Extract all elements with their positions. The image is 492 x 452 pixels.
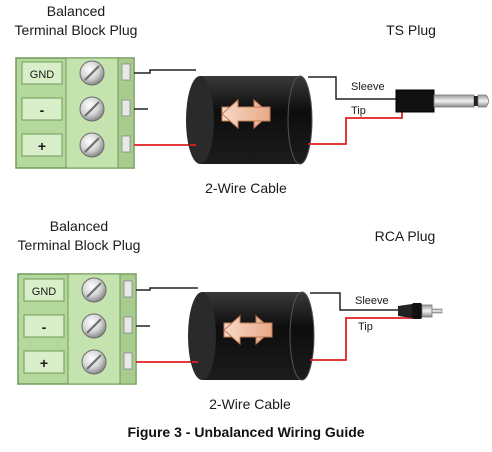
bottom-gnd-wire [136,287,192,291]
top-pin-minus-box [21,97,63,121]
top-screw-2-icon [79,96,105,122]
bottom-sleeve-wire [310,292,398,311]
top-cable-arrows-icon [221,98,271,130]
bottom-pin-minus-box [23,314,65,338]
top-sleeve-label: Sleeve [351,81,385,93]
bottom-block-title-line2: Terminal Block Plug [18,237,141,253]
bottom-tip-label: Tip [358,321,373,333]
top-diagram: Balanced Terminal Block Plug TS Plug GND… [15,3,489,196]
top-screw-1-icon [79,60,105,86]
bottom-screw-2-icon [81,313,107,339]
bottom-cable-arrows-icon [223,314,273,346]
top-sleeve-wire [308,76,404,100]
bottom-pin-gnd-box [23,278,65,302]
bottom-cable-label: 2-Wire Cable [209,396,291,412]
top-cable-icon [186,75,313,165]
bottom-plug-title: RCA Plug [375,228,436,244]
bottom-pin-minus-label: - [42,319,47,335]
bottom-sleeve-label: Sleeve [355,295,389,307]
top-pin-plus-label: + [38,138,46,154]
bottom-screw-3-icon [81,349,107,375]
bottom-terminal-block: GND - + [17,273,137,385]
ts-plug-icon [395,89,489,113]
top-tip-wire [308,104,403,145]
top-screw-3-icon [79,132,105,158]
top-block-title-line2: Terminal Block Plug [15,22,138,38]
figure-caption: Figure 3 - Unbalanced Wiring Guide [127,424,365,440]
bottom-screw-1-icon [81,277,107,303]
bottom-pin-plus-box [23,350,65,374]
bottom-block-title-line1: Balanced [50,218,108,234]
top-pin-minus-label: - [40,102,45,118]
top-tip-label: Tip [351,105,366,117]
bottom-diagram: Balanced Terminal Block Plug RCA Plug GN… [17,218,443,412]
bottom-pin-plus-label: + [40,355,48,371]
top-cable-label: 2-Wire Cable [205,180,287,196]
top-pin-gnd-box [21,61,63,85]
top-pin-gnd-label: GND [30,69,55,81]
top-block-title-line1: Balanced [47,3,105,19]
top-terminal-block: GND - + [15,57,135,169]
top-plug-title: TS Plug [386,22,436,38]
bottom-pin-gnd-label: GND [32,286,57,298]
top-pin-plus-box [21,133,63,157]
top-gnd-wire [134,69,190,74]
bottom-cable-icon [188,291,315,381]
rca-plug-icon [398,303,443,319]
